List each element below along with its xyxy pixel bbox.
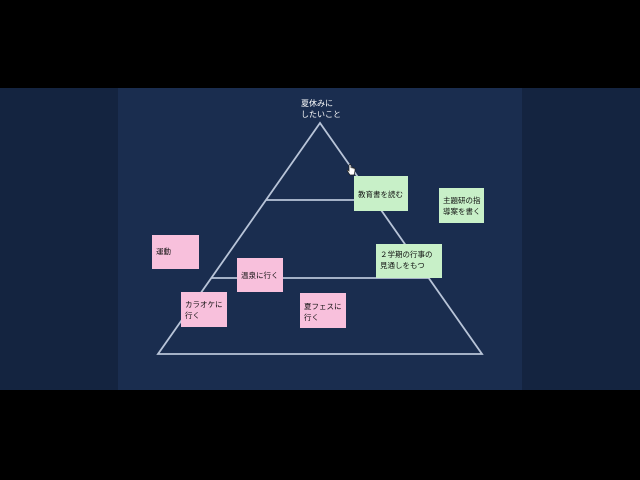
sticky-note-text-line1: カラオケに <box>185 300 223 309</box>
pyramid-title-line1: 夏休みに <box>301 99 333 108</box>
pyramid-outline <box>156 121 484 355</box>
sticky-note-text-line1: 夏フェスに <box>304 302 342 311</box>
sticky-note-text-line2: 行く <box>185 311 200 320</box>
sticky-note-gyouji[interactable]: ２学期の行事の 見通しをもつ <box>376 244 442 278</box>
sticky-note-kyouikusho[interactable]: 教育書を読む <box>354 176 408 211</box>
sticky-note-shudaiken[interactable]: 主題研の指 導案を書く <box>439 188 484 223</box>
hand-cursor-icon <box>346 164 356 176</box>
pyramid-title: 夏休みに したいこと <box>301 98 341 120</box>
sticky-note-text-line2: 導案を書く <box>443 207 481 216</box>
sticky-note-text: 温泉に行く <box>241 271 279 280</box>
sticky-note-text: 教育書を読む <box>358 190 403 199</box>
whiteboard-area[interactable]: 夏休みに したいこと 教育書を読む 主題研の指 導案を書く ２学期の行事の 見通… <box>0 88 640 390</box>
whiteboard-canvas[interactable]: 夏休みに したいこと 教育書を読む 主題研の指 導案を書く ２学期の行事の 見通… <box>118 88 522 390</box>
sticky-note-text-line2: 行く <box>304 313 319 322</box>
sticky-note-text-line1: 主題研の指 <box>443 196 481 205</box>
sticky-note-karaoke[interactable]: カラオケに 行く <box>181 292 227 327</box>
sticky-note-text-line1: ２学期の行事の <box>380 250 433 259</box>
sticky-note-text: 運動 <box>156 247 171 256</box>
pyramid-title-line2: したいこと <box>301 110 341 119</box>
sticky-note-text-line2: 見通しをもつ <box>380 261 425 270</box>
sticky-note-undou[interactable]: 運動 <box>152 235 199 269</box>
sticky-note-onsen[interactable]: 温泉に行く <box>237 258 283 292</box>
sticky-note-natsufes[interactable]: 夏フェスに 行く <box>300 293 346 328</box>
